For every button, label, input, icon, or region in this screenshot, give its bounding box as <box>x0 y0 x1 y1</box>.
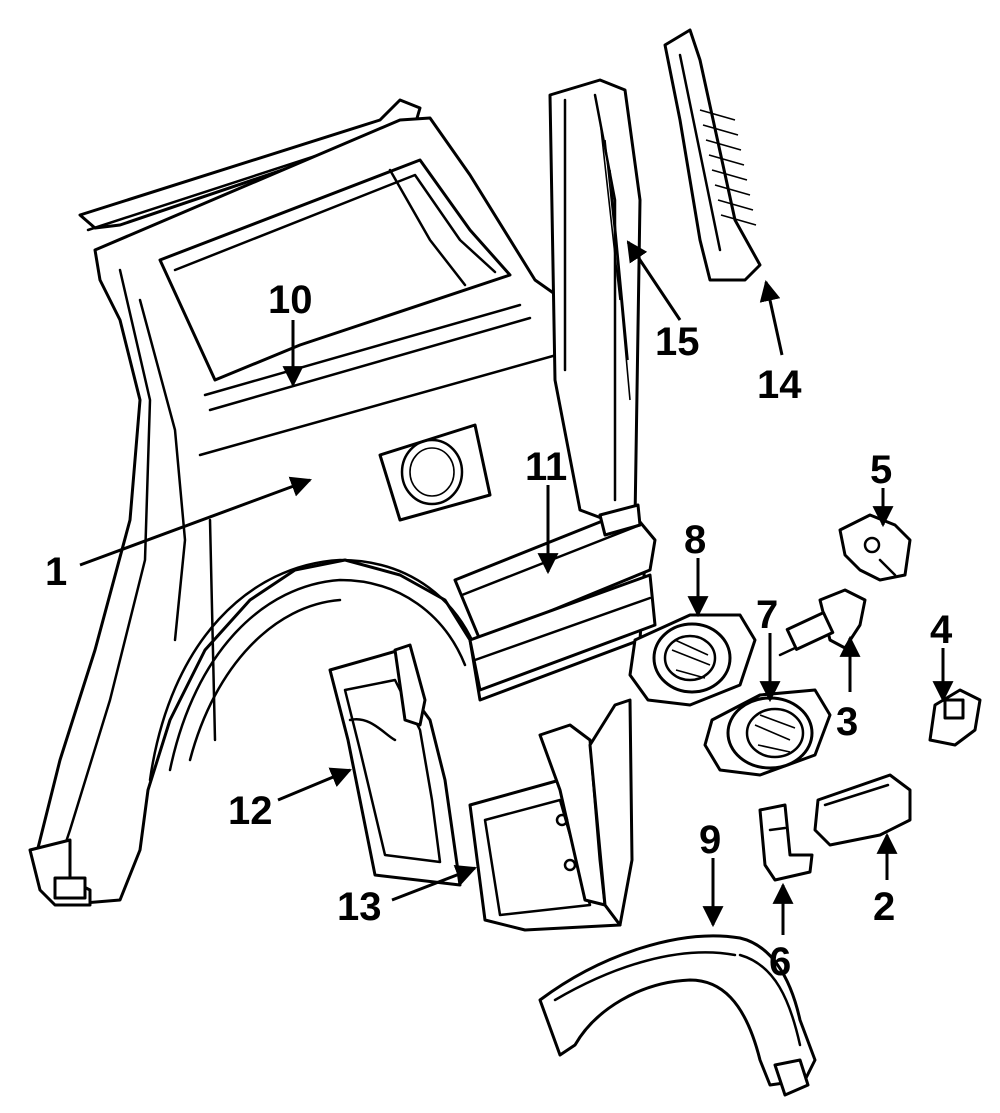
callout-5: 5 <box>870 448 892 492</box>
leader-14 <box>759 279 784 356</box>
callout-7: 7 <box>756 593 778 637</box>
part-wheel-flare <box>538 934 817 1097</box>
part-fuel-housing <box>628 613 757 707</box>
callout-6: 6 <box>769 940 791 984</box>
callout-4: 4 <box>930 608 953 652</box>
callout-2: 2 <box>873 885 895 929</box>
callout-labels: 1 2 3 4 5 6 7 8 9 10 11 12 13 14 15 <box>45 278 953 984</box>
callout-8: 8 <box>684 518 706 562</box>
leader-1 <box>79 476 312 567</box>
leader-13 <box>391 865 477 902</box>
part-quarter-panel <box>28 98 647 907</box>
part-mud-flap-rear <box>468 698 634 932</box>
part-pillar-trim <box>663 28 762 282</box>
part-hinge <box>758 803 814 882</box>
leader-lines <box>79 240 954 935</box>
part-hinge-bracket <box>838 513 912 582</box>
callout-11: 11 <box>525 445 567 489</box>
leader-12 <box>277 767 352 802</box>
part-filler-pocket <box>703 688 832 777</box>
callout-12: 12 <box>228 789 273 833</box>
part-fuel-door <box>813 773 912 847</box>
callout-15: 15 <box>655 320 700 364</box>
callout-10: 10 <box>268 278 313 322</box>
part-lock-actuator <box>778 588 867 657</box>
callout-3: 3 <box>836 700 858 744</box>
callout-14: 14 <box>757 363 802 407</box>
part-latch <box>928 688 982 747</box>
part-mud-flap-front <box>328 643 462 887</box>
part-vent-grille <box>548 78 642 537</box>
callout-1: 1 <box>45 550 67 594</box>
callout-9: 9 <box>699 818 721 862</box>
callout-13: 13 <box>337 885 382 929</box>
leader-15 <box>626 240 682 321</box>
